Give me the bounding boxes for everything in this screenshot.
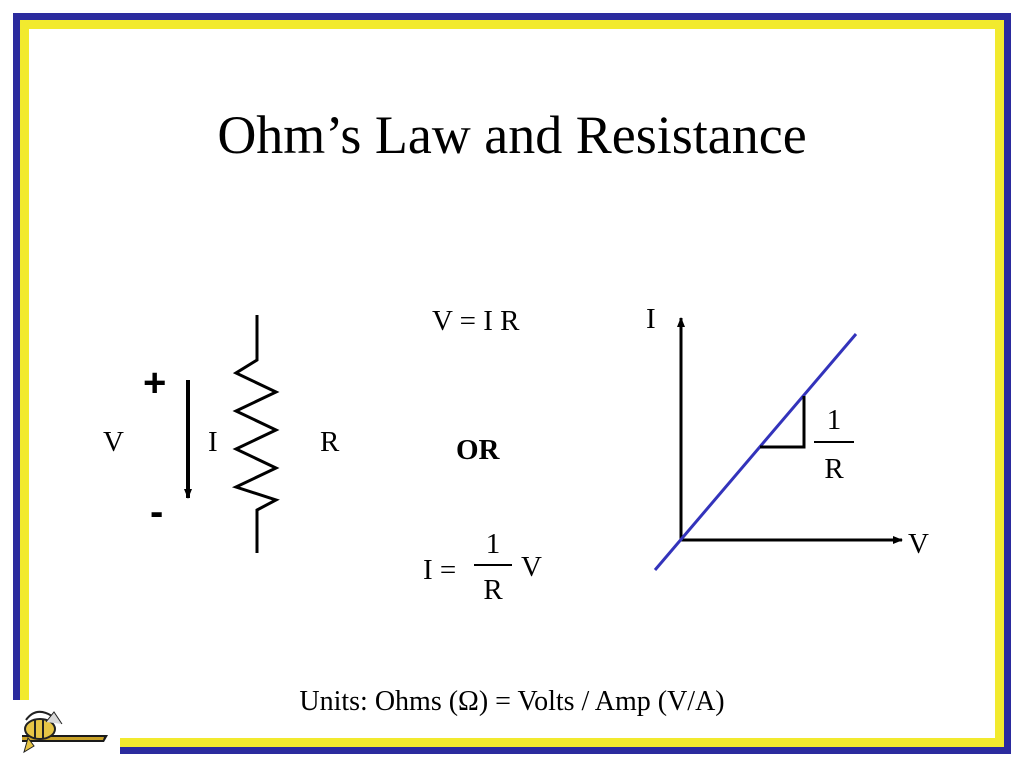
yellow-jacket-logo — [8, 700, 120, 764]
units-footer: Units: Ohms (Ω) = Volts / Amp (V/A) — [299, 686, 725, 717]
equation-denominator: R — [483, 574, 503, 606]
resistor-symbol — [231, 315, 280, 553]
graph-slope-triangle — [760, 396, 806, 449]
graph-y-axis-label: I — [646, 303, 656, 335]
slide-title: Ohm’s Law and Resistance — [217, 105, 807, 165]
minus-sign: - — [150, 490, 164, 534]
resistance-label: R — [320, 426, 340, 458]
equation-i-equals: I = — [423, 554, 457, 586]
equation-numerator: 1 — [485, 528, 501, 560]
plus-sign: + — [143, 361, 167, 405]
equation-v-equals-ir: V = I R — [432, 305, 520, 337]
graph-x-axis-label: V — [908, 528, 929, 560]
current-label: I — [208, 426, 218, 458]
or-label: OR — [456, 434, 500, 466]
equation-v-term: V — [521, 551, 542, 583]
graph-slope-denominator: R — [824, 453, 844, 485]
graph-slope-numerator: 1 — [826, 404, 842, 436]
voltage-label: V — [103, 426, 124, 458]
graph-current-voltage-line — [653, 333, 858, 571]
